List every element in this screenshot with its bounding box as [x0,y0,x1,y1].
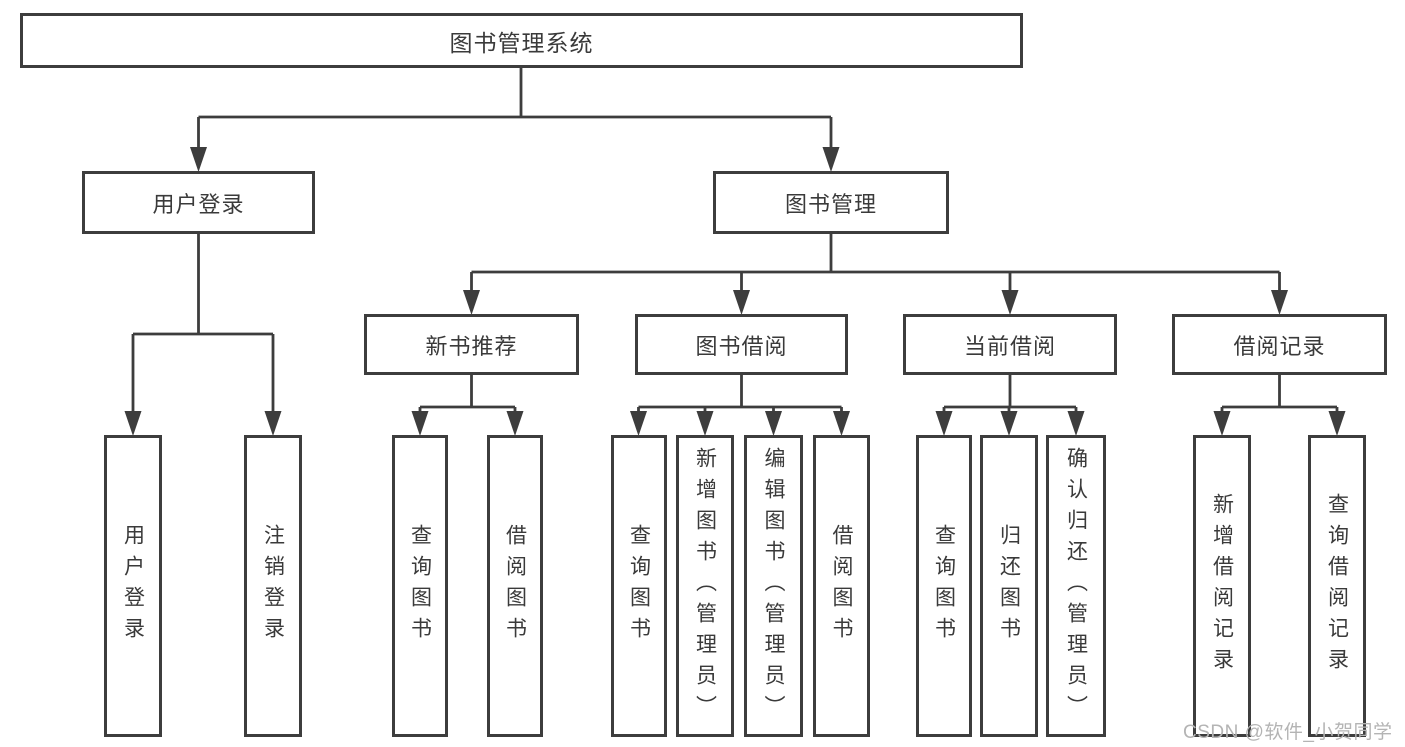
leaf-query-book-recommend: 查询图书 [392,435,448,737]
arrowhead [833,411,850,436]
leaf-add-borrow-record-label: 新增借阅记录 [1210,493,1234,679]
arrowhead [506,411,524,436]
arrowhead [264,411,282,436]
node-root: 图书管理系统 [20,13,1023,68]
node-user-login-label: 用户登录 [152,191,245,217]
arrowhead [1271,290,1288,315]
node-book-management-label: 图书管理 [784,191,877,217]
leaf-query-book-recommend-label: 查询图书 [408,524,432,648]
arrowhead [822,147,840,172]
arrowhead [411,411,429,436]
arrowhead [463,290,480,315]
leaf-borrow-book-recommend: 借阅图书 [487,435,543,737]
node-borrow-record: 借阅记录 [1172,314,1387,375]
leaf-user-login: 用户登录 [104,435,162,737]
leaf-edit-book-admin-label: 编辑图书（管理员） [762,446,785,726]
arrowhead [935,411,953,436]
connector-current-borrow-to-children [942,375,1078,415]
connector-book-borrow-to-children [637,375,843,415]
leaf-confirm-return-admin-label: 确认归还（管理员） [1064,446,1088,726]
node-root-label: 图书管理系统 [449,29,594,56]
arrowhead [1000,411,1018,436]
node-new-book-recommend-label: 新书推荐 [425,333,518,359]
arrowhead [696,411,714,436]
leaf-query-book-borrow-label: 查询图书 [627,524,651,648]
arrowheads [124,147,1346,436]
arrowhead [1328,411,1346,436]
connector-root-to-level2 [197,68,833,150]
leaf-borrow-book: 借阅图书 [813,435,870,737]
leaf-confirm-return-admin: 确认归还（管理员） [1046,435,1106,737]
leaf-logout-label: 注销登录 [261,524,285,648]
node-current-borrow-label: 当前借阅 [963,333,1056,359]
leaf-query-borrow-record-label: 查询借阅记录 [1325,493,1349,679]
connector-user-login-to-children [131,234,275,415]
leaf-return-book: 归还图书 [980,435,1038,737]
leaf-logout: 注销登录 [244,435,302,737]
leaf-edit-book-admin: 编辑图书（管理员） [744,435,803,737]
arrowhead [733,290,750,315]
connector-borrow-record-to-children [1220,375,1339,415]
leaf-query-book-current: 查询图书 [916,435,972,737]
leaf-query-book-borrow: 查询图书 [611,435,667,737]
arrowhead [1067,411,1085,436]
node-new-book-recommend: 新书推荐 [364,314,579,375]
connector-book-management-to-level3 [470,234,1281,292]
leaf-user-login-label: 用户登录 [121,524,145,648]
connector-new-book-to-children [418,375,517,415]
node-user-login: 用户登录 [82,171,315,234]
leaf-borrow-book-label: 借阅图书 [830,524,853,648]
leaf-borrow-book-recommend-label: 借阅图书 [503,524,527,648]
node-book-management: 图书管理 [713,171,949,234]
leaf-return-book-label: 归还图书 [997,524,1021,648]
arrowhead [190,147,207,172]
node-book-borrow: 图书借阅 [635,314,848,375]
arrowhead [1213,411,1231,436]
node-book-borrow-label: 图书借阅 [695,333,788,359]
csdn-watermark: CSDN @软件_小贺同学 [1183,722,1393,743]
arrowhead [1001,290,1019,315]
leaf-add-borrow-record: 新增借阅记录 [1193,435,1251,737]
leaf-query-book-current-label: 查询图书 [932,524,956,648]
arrowhead [765,411,782,436]
node-borrow-record-label: 借阅记录 [1233,333,1326,359]
leaf-add-book-admin-label: 新增图书（管理员） [693,446,717,726]
arrowhead [630,411,647,436]
leaf-query-borrow-record: 查询借阅记录 [1308,435,1366,737]
node-current-borrow: 当前借阅 [903,314,1117,375]
arrowhead [124,411,142,436]
leaf-add-book-admin: 新增图书（管理员） [676,435,734,737]
